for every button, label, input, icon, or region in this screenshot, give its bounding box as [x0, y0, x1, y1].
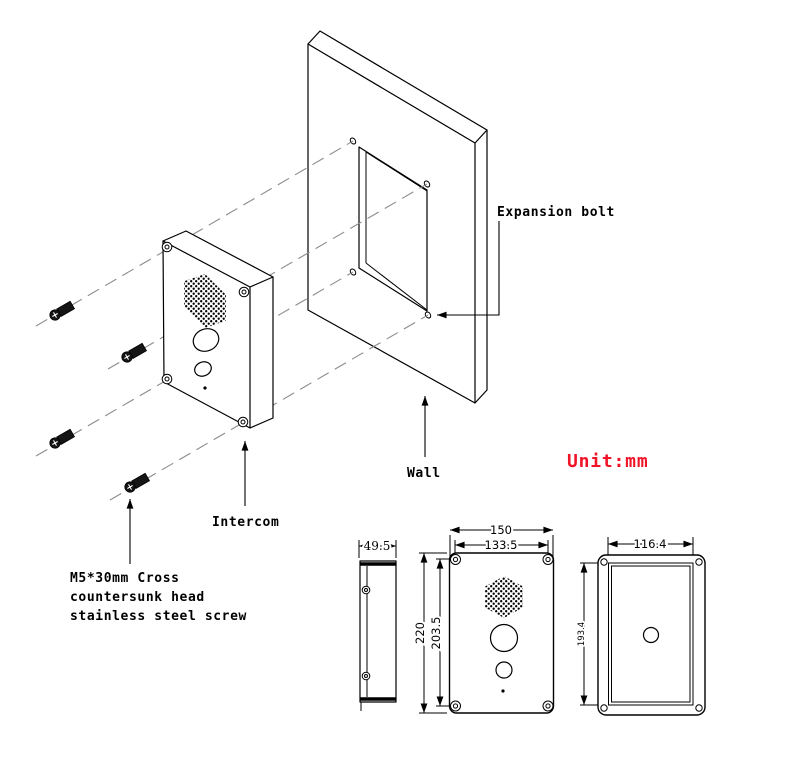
screw	[49, 300, 76, 321]
wall-opening	[358, 146, 428, 312]
guide-line	[35, 140, 354, 327]
intercom-device	[161, 230, 274, 429]
back-view: 116.4 193.4	[576, 535, 706, 716]
mounting-screws	[49, 300, 151, 493]
dim-front-hole-height: 203.5	[429, 617, 443, 650]
side-view: 49.5	[358, 537, 397, 711]
screw	[124, 472, 151, 493]
dim-front-height: 220	[413, 622, 427, 644]
label-intercom: Intercom	[212, 515, 279, 530]
label-screw-line3: stainless steel screw	[70, 609, 247, 624]
mic-hole	[203, 386, 207, 390]
dim-front-width: 150	[490, 523, 512, 537]
speaker-grille	[184, 274, 226, 328]
expansion-bolt-leader	[437, 221, 500, 319]
screw	[121, 342, 148, 363]
camera-opening	[194, 361, 212, 377]
label-screw-line1: M5*30mm Cross	[70, 571, 180, 586]
front-view: 150 133.5 220 203.5	[411, 521, 555, 714]
unit-note: Unit:mm	[567, 451, 648, 472]
back-cable-hole	[642, 626, 660, 644]
screw	[49, 428, 76, 449]
label-screw-line2: countersunk head	[70, 590, 205, 605]
wall-panel	[307, 30, 488, 404]
dim-back-width: 116.4	[634, 537, 667, 551]
dim-back-height: 193.4	[577, 622, 587, 646]
callouts: Expansion bolt Wall Intercom M5*30mm Cro…	[70, 205, 648, 624]
intercom-corner-holes	[161, 241, 250, 428]
call-button	[192, 328, 220, 352]
dim-side-width: 49.5	[364, 539, 391, 553]
label-expansion-bolt: Expansion bolt	[497, 205, 615, 220]
dim-front-hole-width: 133.5	[485, 538, 518, 552]
mic-hole-front	[501, 689, 505, 693]
speaker-grille-front	[485, 576, 523, 618]
label-wall: Wall	[407, 466, 441, 481]
call-button-front	[489, 623, 519, 653]
camera-opening-front	[495, 661, 513, 679]
